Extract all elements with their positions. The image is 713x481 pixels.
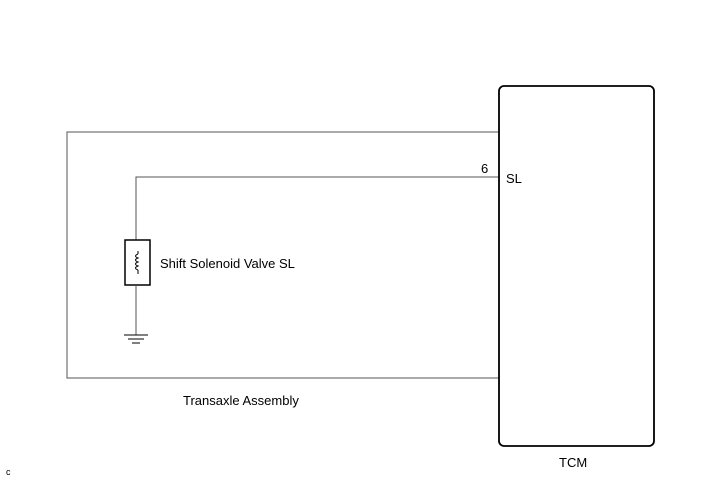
transaxle-assembly-outline — [66, 131, 499, 379]
tcm-box — [498, 85, 655, 447]
corner-code-label: C — [6, 467, 11, 477]
ground-icon — [124, 334, 148, 344]
signal-wire — [135, 176, 499, 240]
pin-number-label: 6 — [481, 161, 489, 176]
component-label: Shift Solenoid Valve SL — [160, 256, 295, 271]
pin-name-label: SL — [506, 171, 522, 186]
assembly-label: Transaxle Assembly — [183, 393, 299, 408]
ecu-label: TCM — [559, 455, 588, 470]
coil-icon — [135, 251, 140, 274]
